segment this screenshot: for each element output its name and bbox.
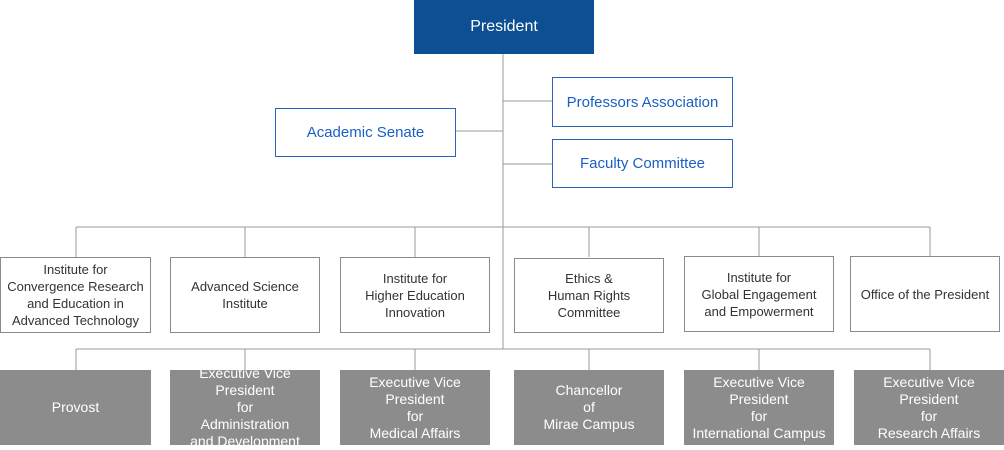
evp-box: Executive Vice President for Internation…: [684, 370, 834, 445]
faculty-committee-box: Faculty Committee: [552, 139, 733, 188]
chancellor-box: Chancellor of Mirae Campus: [514, 370, 664, 445]
evp-label: Executive Vice President for Internation…: [692, 373, 826, 441]
president-box: President: [414, 0, 594, 54]
president-label: President: [470, 18, 538, 35]
institute-label: Institute for Higher Education Innovatio…: [365, 270, 465, 320]
ethics-committee-label: Ethics & Human Rights Committee: [547, 271, 631, 320]
professors-association-label: Professors Association: [566, 93, 719, 111]
chancellor-label: Chancellor of Mirae Campus: [543, 382, 635, 432]
evp-box: Executive Vice President for Administrat…: [170, 365, 320, 449]
institute-box: Advanced Science Institute: [170, 257, 320, 333]
evp-label: Executive Vice President for Medical Aff…: [369, 373, 461, 441]
evp-box: Executive Vice President for Medical Aff…: [340, 370, 490, 445]
faculty-committee-label: Faculty Committee: [579, 155, 706, 172]
institute-label: Advanced Science Institute: [191, 279, 299, 311]
professors-association-box: Professors Association: [552, 77, 733, 127]
institute-box: Institute for Global Engagement and Empo…: [684, 256, 834, 332]
office-of-president-label: Office of the President: [860, 286, 990, 302]
office-of-president-box: Office of the President: [850, 256, 1000, 332]
provost-label: Provost: [51, 399, 100, 415]
evp-box: Executive Vice President for Research Af…: [854, 370, 1004, 445]
ethics-committee-box: Ethics & Human Rights Committee: [514, 258, 664, 333]
academic-senate-label: Academic Senate: [306, 124, 425, 141]
evp-label: Executive Vice President for Research Af…: [877, 373, 981, 441]
institute-box: Institute for Convergence Research and E…: [0, 257, 151, 333]
academic-senate-box: Academic Senate: [275, 108, 456, 157]
provost-box: Provost: [0, 370, 151, 445]
institute-box: Institute for Higher Education Innovatio…: [340, 257, 490, 333]
institute-label: Institute for Convergence Research and E…: [7, 262, 144, 328]
evp-label: Executive Vice President for Administrat…: [190, 365, 300, 449]
institute-label: Institute for Global Engagement and Empo…: [701, 269, 817, 319]
